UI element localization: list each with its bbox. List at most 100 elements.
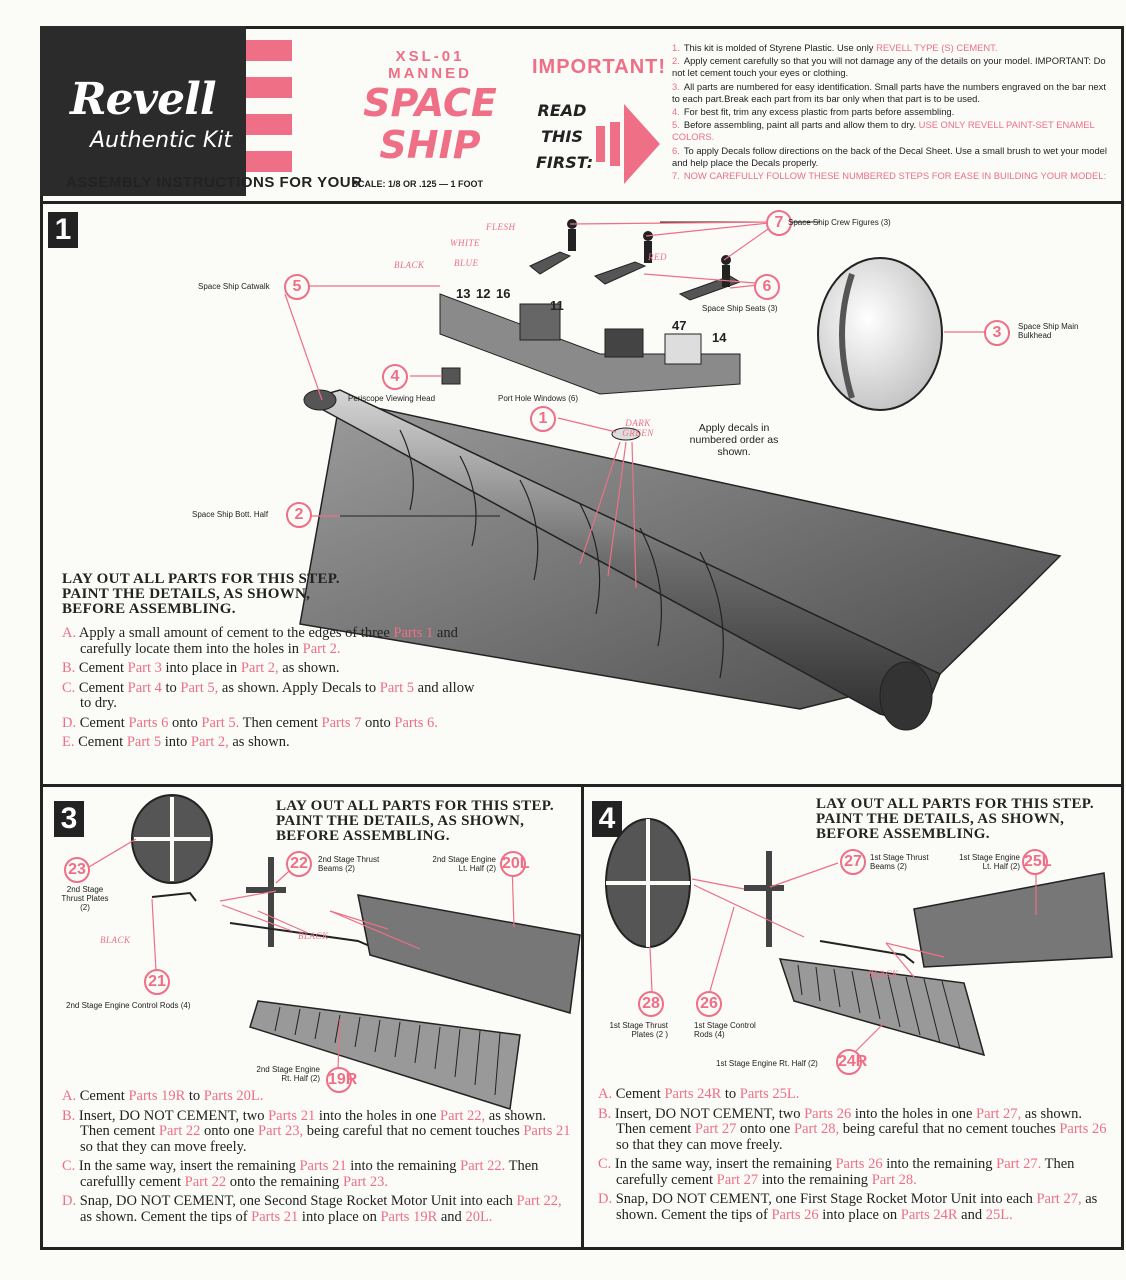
catwalk <box>439 293 741 395</box>
part-number-14: 14 <box>712 330 727 345</box>
step-4-number: 4 <box>592 801 622 837</box>
callout-23: 23 <box>64 857 90 883</box>
control-rods-1st-label: 1st Stage Control Rods (4) <box>694 1021 756 1039</box>
color-black-rods: BLACK <box>100 935 131 945</box>
engine-lt-half-label: 2nd Stage Engine Lt. Half (2) <box>432 855 496 873</box>
color-flesh: FLESH <box>486 222 516 232</box>
note-item: 1.This kit is molded of Styrene Plastic.… <box>672 42 998 53</box>
part-number-47: 47 <box>672 318 687 333</box>
note-item: 5.Before assembling, paint all parts and… <box>672 119 1095 143</box>
scale-label: SCALE: 1/8 OR .125 — 1 FOOT <box>352 179 484 189</box>
bottom-half-label: Space Ship Bott. Half <box>192 510 269 519</box>
assembly-subtitle: ASSEMBLY INSTRUCTIONS FOR YOUR <box>66 174 363 191</box>
color-white: WHITE <box>450 238 480 248</box>
note-item: 6.To apply Decals follow directions on t… <box>672 144 1107 168</box>
callout-5: 5 <box>284 274 310 300</box>
step-3-panel: 3 LAY OUT ALL PARTS FOR THIS STEP. PAINT… <box>40 787 584 1247</box>
part-number-11: 11 <box>550 298 564 313</box>
callout-22: 22 <box>286 851 312 877</box>
this-word: THIS <box>541 127 583 146</box>
color-red: RED <box>648 252 667 262</box>
thrust-beams-1st-label: 1st Stage Thrust Beams (2) <box>870 853 929 871</box>
read-word: READ <box>537 101 587 120</box>
brand-stripes <box>246 40 292 172</box>
step-3-number: 3 <box>54 801 84 837</box>
callout-6: 6 <box>754 274 780 300</box>
step-3-heading: LAY OUT ALL PARTS FOR THIS STEP. PAINT T… <box>276 798 554 844</box>
step-1-heading: LAY OUT ALL PARTS FOR THIS STEP. PAINT T… <box>62 571 340 617</box>
color-black: BLACK <box>394 260 425 270</box>
instruction-item: A. Cement Parts 24R to Parts 25L. <box>598 1086 800 1102</box>
step-3-instructions: A. Cement Parts 19R to Parts 20L. B. Inse… <box>62 1088 574 1229</box>
seats-label: Space Ship Seats (3) <box>702 304 778 313</box>
periscope-label: Periscope Viewing Head <box>348 394 436 403</box>
callout-7: 7 <box>766 210 792 236</box>
read-this-first: READ THIS FIRST: <box>536 98 594 176</box>
important-heading: IMPORTANT! <box>532 56 667 78</box>
step-4-panel: 4 LAY OUT ALL PARTS FOR THIS STEP. PAINT… <box>584 787 1124 1247</box>
engine-right-half-24R <box>778 958 986 1057</box>
port-hole-label: Port Hole Windows (6) <box>498 394 579 403</box>
instruction-item: C. In the same way, insert the remaining… <box>62 1158 539 1190</box>
catwalk-label: Space Ship Catwalk <box>198 282 270 291</box>
step-4-illustration <box>605 818 1113 1062</box>
note-item: 7.NOW CAREFULLY FOLLOW THESE NUMBERED ST… <box>672 170 1107 182</box>
note-item: 3.All parts are numbered for easy identi… <box>672 80 1106 104</box>
callout-21: 21 <box>144 969 170 995</box>
part-number-16: 16 <box>496 286 511 301</box>
title-space: SPACE <box>363 81 497 125</box>
callout-3: 3 <box>984 320 1010 346</box>
bulkhead-label: Space Ship Main Bulkhead <box>1018 322 1079 340</box>
note-item: 4.For best fit, trim any excess plastic … <box>672 106 955 118</box>
instruction-item: D. Snap, DO NOT CEMENT, one Second Stage… <box>62 1193 562 1225</box>
engine-rt-half-label: 2nd Stage Engine Rt. Half (2) <box>256 1065 320 1083</box>
instruction-item: B. Insert, DO NOT CEMENT, two Parts 21 i… <box>62 1107 571 1155</box>
instruction-item: C. In the same way, insert the remaining… <box>598 1156 1075 1188</box>
header: Revell Authentic Kit ASSEMBLY INSTRUCTIO… <box>40 26 1124 204</box>
title-kicker-manned: MANNED <box>388 65 472 82</box>
color-black-1st: BLACK <box>868 969 899 979</box>
instruction-item: B. Cement Part 3 into place in Part 2, a… <box>62 660 340 676</box>
title-ship: SHIP <box>379 123 481 167</box>
first-word: FIRST: <box>536 153 594 172</box>
step-1-illustration <box>284 219 1062 731</box>
instruction-item: D. Snap, DO NOT CEMENT, one First Stage … <box>598 1191 1098 1223</box>
callout-20l: 20L <box>500 851 530 877</box>
title-kicker-model: XSL-01 <box>395 48 465 65</box>
engine-left-half-20L <box>357 894 581 1014</box>
callout-27: 27 <box>840 849 866 875</box>
instruction-item: A. Cement Parts 19R to Parts 20L. <box>62 1088 264 1104</box>
main-bulkhead <box>817 257 943 411</box>
color-dark-green: DARK GREEN <box>622 418 654 438</box>
note-item: 2.Apply cement carefully so that you wil… <box>672 55 1106 79</box>
decal-note: Apply decals in numbered order as shown. <box>689 422 779 458</box>
callout-25l: 25L <box>1022 849 1052 875</box>
revell-logo: Revell Authentic Kit <box>40 26 246 196</box>
callout-19r: 19R <box>326 1067 357 1093</box>
callout-2: 2 <box>286 502 312 528</box>
step-1-panel: 1 <box>40 204 1124 787</box>
step-1-number: 1 <box>48 212 78 248</box>
step-4-heading: LAY OUT ALL PARTS FOR THIS STEP. PAINT T… <box>816 796 1094 842</box>
instruction-item: E. Cement Part 5 into Part 2, as shown. <box>62 734 290 750</box>
step-3-illustration <box>71 794 581 1110</box>
callout-1: 1 <box>530 406 556 432</box>
color-blue: BLUE <box>454 258 479 268</box>
callout-28: 28 <box>638 991 664 1017</box>
thrust-beams-label: 2nd Stage Thrust Beams (2) <box>318 855 380 873</box>
instruction-item: D. Cement Parts 6 onto Part 5. Then ceme… <box>62 714 438 731</box>
part-number-13: 13 <box>456 286 471 301</box>
callout-26: 26 <box>696 991 722 1017</box>
brand-name: Revell <box>70 74 217 125</box>
callout-24r: 24R <box>836 1049 867 1075</box>
instruction-item: C. Cement Part 4 to Part 5, as shown. Ap… <box>62 679 475 711</box>
brand-subtitle: Authentic Kit <box>90 128 233 153</box>
crew-figures-label: Space Ship Crew Figures (3) <box>788 218 891 227</box>
control-rods-label: 2nd Stage Engine Control Rods (4) <box>66 1001 191 1010</box>
kit-title: XSL-01 MANNED SPACE SHIP <box>350 48 510 166</box>
step-4-instructions: A. Cement Parts 24R to Parts 25L. B. Inse… <box>598 1086 1112 1227</box>
instruction-item: B. Insert, DO NOT CEMENT, two Parts 26 i… <box>598 1105 1107 1153</box>
step-1-instructions: A. Apply a small amount of cement to the… <box>62 625 482 755</box>
thrust-plates-label: 2nd Stage Thrust Plates (2) <box>61 885 109 912</box>
callout-4: 4 <box>382 364 408 390</box>
